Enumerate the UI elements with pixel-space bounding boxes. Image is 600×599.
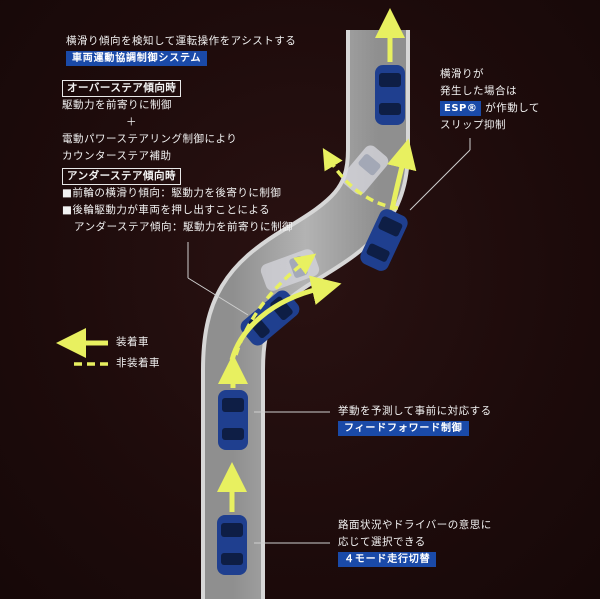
intro-text: 横滑り傾向を検知して運転操作をアシストする (66, 35, 297, 47)
understeer-heading: アンダーステア傾向時 (62, 168, 182, 185)
esp-line3: スリップ抑制 (440, 119, 506, 131)
ghost-car-upper (341, 145, 389, 195)
system-badge: 車両運動協調制御システム (66, 51, 208, 66)
esp-line1: 横滑りが (440, 68, 484, 80)
feedforward-block: 挙動を予測して事前に対応する フィードフォワード制御 (338, 403, 492, 437)
intro-block: 横滑り傾向を検知して運転操作をアシストする 車両運動協調制御システム (66, 33, 296, 67)
esp-line2: 発生した場合は (440, 85, 517, 97)
esp-line2b: が作動して (485, 102, 540, 114)
feedforward-text: 挙動を予測して事前に対応する (338, 405, 492, 417)
car-middle (218, 390, 248, 450)
mode-block: 路面状況やドライバーの意思に 応じて選択できる ４モード走行切替 (338, 517, 492, 568)
understeer-item2: ■後輪駆動力が車両を押し出すことによる (62, 204, 271, 216)
non-equipped-arrows (234, 147, 399, 356)
car-top (375, 65, 405, 125)
dashed-arrow-lower (234, 253, 317, 356)
arrow-curve-upper (387, 138, 417, 211)
oversteer-line2: 電動パワーステアリング制御により (62, 133, 238, 145)
esp-badge: ESP® (440, 101, 482, 116)
oversteer-block: オーバーステア傾向時 駆動力を前寄りに制御 ＋ 電動パワーステアリング制御により… (62, 80, 237, 165)
legend-equipped: 装着車 (116, 336, 149, 348)
legend-not-equipped: 非装着車 (116, 357, 160, 369)
oversteer-line3: カウンターステア補助 (62, 150, 172, 162)
esp-block: 横滑りが 発生した場合は ESP® が作動して スリップ抑制 (440, 66, 540, 134)
oversteer-heading: オーバーステア傾向時 (62, 80, 182, 97)
understeer-block: アンダーステア傾向時 ■前輪の横滑り傾向：駆動力を後寄りに制御 ■後輪駆動力が車… (62, 168, 293, 236)
dashed-arrow-upper (322, 147, 399, 210)
leader-lines (187, 138, 471, 544)
understeer-item3: アンダーステア傾向：駆動力を前寄りに制御 (74, 221, 294, 233)
feedforward-badge: フィードフォワード制御 (338, 421, 469, 436)
mode-line2: 応じて選択できる (338, 536, 426, 548)
oversteer-plus: ＋ (126, 116, 137, 128)
mode-line1: 路面状況やドライバーの意思に (338, 519, 492, 531)
legend-arrows (56, 328, 108, 366)
arrow-curve-lower (229, 275, 342, 361)
car-bottom (217, 515, 247, 575)
understeer-item1: ■前輪の横滑り傾向：駆動力を後寄りに制御 (62, 187, 282, 199)
mode-badge: ４モード走行切替 (338, 552, 437, 567)
oversteer-line1: 駆動力を前寄りに制御 (62, 99, 172, 111)
car-curve-upper (360, 209, 408, 271)
equipped-arrows (217, 8, 417, 512)
